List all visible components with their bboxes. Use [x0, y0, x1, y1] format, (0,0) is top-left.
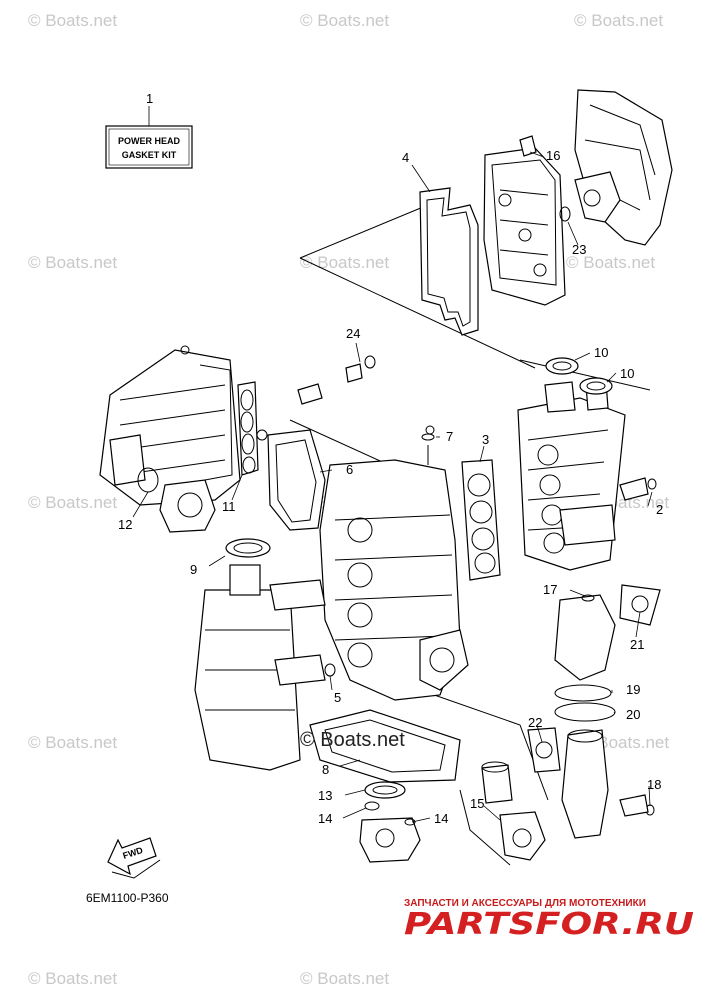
- callout-4: 4: [402, 150, 409, 165]
- gasket-kit-line1: POWER HEAD: [118, 136, 181, 146]
- callout-10: 10: [620, 366, 634, 381]
- callout-21: 21: [630, 637, 644, 652]
- watermark-text: © Boats.net: [28, 969, 117, 988]
- callout-1: 1: [146, 91, 153, 106]
- callout-6: 6: [346, 462, 353, 477]
- exhaust-upper: [554, 584, 661, 681]
- valve-cover-gasket: [419, 187, 479, 336]
- timing-cover: [574, 89, 673, 246]
- callout-7: 7: [446, 429, 453, 444]
- watermark-text: © Boats.net: [28, 733, 117, 752]
- oil-seals: [545, 357, 613, 395]
- callout-5: 5: [334, 690, 341, 705]
- callout-13: 13: [318, 788, 332, 803]
- diagram-code: 6EM1100-P360: [86, 891, 169, 905]
- cylinder-head: [517, 381, 626, 571]
- cylinder-head-cover: [483, 135, 566, 306]
- callout-16: 16: [546, 148, 560, 163]
- exhaust-lower: [527, 727, 609, 839]
- callout-15: 15: [470, 796, 484, 811]
- callout-24: 24: [346, 326, 360, 341]
- callout-3: 3: [482, 432, 489, 447]
- callout-18: 18: [647, 777, 661, 792]
- callout-2: 2: [656, 502, 663, 517]
- intake-manifold: [99, 345, 241, 506]
- seal-housing: [359, 781, 421, 863]
- small-fittings: [297, 355, 657, 817]
- callout-17: 17: [543, 582, 557, 597]
- watermark-text: © Boats.net: [566, 253, 655, 272]
- callout-labels: 1 2 3 4 5 6 7 8 9 10 10 11 12 13 14 14 1…: [118, 91, 663, 826]
- callout-10: 10: [594, 345, 608, 360]
- watermark-text: © Boats.net: [300, 253, 389, 272]
- footer-logo: PARTSFOR.RU: [404, 907, 694, 942]
- o-rings-19-20: [554, 684, 616, 722]
- cylinder-block: [319, 425, 469, 701]
- gasket-kit-line2: GASKET KIT: [122, 150, 177, 160]
- center-watermark: © Boats.net: [300, 729, 405, 751]
- callout-12: 12: [118, 517, 132, 532]
- callout-23: 23: [572, 242, 586, 257]
- oil-filter: [481, 761, 546, 861]
- callout-19: 19: [626, 682, 640, 697]
- thermostat-housing: [559, 171, 621, 223]
- intake-manifold-gasket: [237, 381, 259, 476]
- cover-plate-gasket: [256, 429, 326, 531]
- fwd-arrow-icon: FWD: [107, 837, 161, 879]
- callout-14: 14: [318, 811, 332, 826]
- callout-9: 9: [190, 562, 197, 577]
- callout-11: 11: [222, 499, 236, 514]
- crankshaft-assembly: [194, 538, 326, 771]
- watermark-text: © Boats.net: [28, 11, 117, 30]
- head-gasket: [461, 459, 501, 581]
- callout-14: 14: [434, 811, 448, 826]
- callout-20: 20: [626, 707, 640, 722]
- watermark-text: © Boats.net: [300, 11, 389, 30]
- callout-22: 22: [528, 715, 542, 730]
- footer-tagline: ЗАПЧАСТИ И АКСЕССУАРЫ ДЛЯ МОТОТЕХНИКИ: [404, 898, 646, 909]
- gasket-kit-box: POWER HEAD GASKET KIT: [105, 106, 193, 169]
- watermark-text: © Boats.net: [574, 11, 663, 30]
- leader-lines: [132, 151, 653, 823]
- callout-8: 8: [322, 762, 329, 777]
- watermark-text: © Boats.net: [300, 969, 389, 988]
- watermark-text: © Boats.net: [28, 493, 117, 512]
- watermark-text: © Boats.net: [28, 253, 117, 272]
